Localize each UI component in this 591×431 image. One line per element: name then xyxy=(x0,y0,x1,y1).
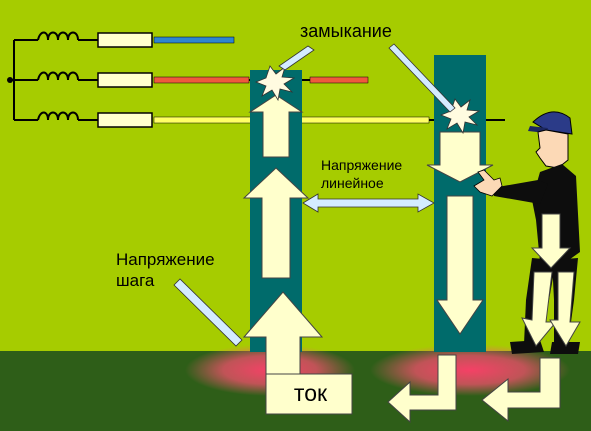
ground-bent-arrow-1 xyxy=(387,354,457,424)
pole-left-arrow-top xyxy=(248,94,304,158)
fault-pointer-left xyxy=(278,45,315,71)
pole-right-arrow-bottom xyxy=(436,195,484,335)
pole-right-arrow-top xyxy=(426,131,494,183)
spark-icon xyxy=(254,65,481,135)
fault-pointer-right xyxy=(388,43,456,113)
line-voltage-label-line2: линейное xyxy=(321,175,384,191)
step-voltage-label-line2: шага xyxy=(116,271,155,290)
step-voltage-label: Напряжение шага xyxy=(116,249,215,291)
person-arrow-leg-left xyxy=(521,271,558,347)
ground-bent-arrow-2 xyxy=(481,357,561,423)
step-voltage-pointer xyxy=(173,278,243,347)
ground-glow-right xyxy=(370,344,570,396)
person-arrow-upper xyxy=(530,213,572,269)
current-label-box xyxy=(265,373,353,415)
fuse-icon xyxy=(97,32,153,128)
fault-label: замыкание xyxy=(300,21,392,41)
line-voltage-double-arrow xyxy=(302,193,435,213)
wire-blue xyxy=(153,36,235,44)
person-arrow-leg-right xyxy=(549,271,581,347)
neutral-node xyxy=(7,77,13,83)
wire-red-left xyxy=(153,76,250,84)
wire-red-right xyxy=(309,76,369,84)
pole-left-arrow-middle xyxy=(242,167,310,279)
step-voltage-label-line1: Напряжение xyxy=(116,250,215,269)
current-label: ток xyxy=(293,380,328,406)
line-voltage-label: Напряжение линейное xyxy=(321,156,402,192)
line-voltage-label-line1: Напряжение xyxy=(321,157,403,173)
inductor-icon xyxy=(37,31,98,121)
